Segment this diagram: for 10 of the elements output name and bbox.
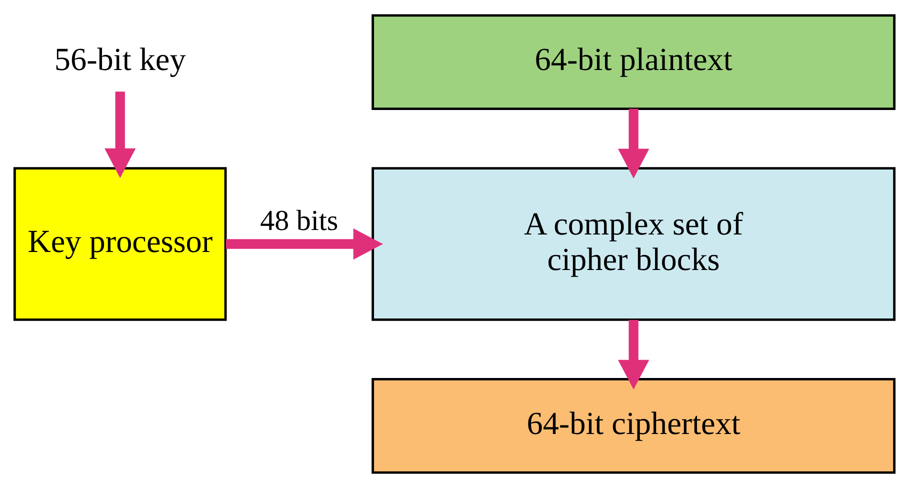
arrow [104,92,136,178]
node-box: 64-bit ciphertext [372,378,896,474]
arrow [618,108,650,179]
arrow [226,228,384,260]
node-text: 56-bit key [54,41,186,78]
node-box: 64-bit plaintext [372,14,896,110]
arrow [618,320,650,390]
node-box: A complex set of cipher blocks [372,167,896,321]
edge-label: 48 bits [260,205,338,238]
node-box: Key processor [13,167,227,321]
